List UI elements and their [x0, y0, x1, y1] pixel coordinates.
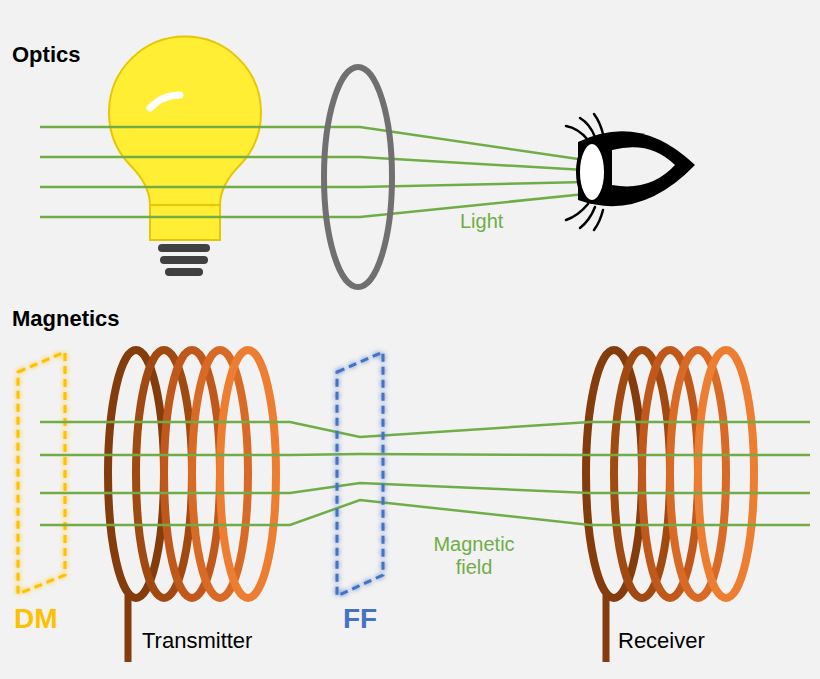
- section-heading: Magnetics: [12, 306, 120, 331]
- transmitter-coil: [108, 350, 276, 598]
- plate-label: DM: [14, 603, 58, 635]
- ray-label: Light: [460, 210, 503, 233]
- plate-label: FF: [343, 603, 377, 635]
- light-rays: [40, 127, 585, 217]
- coil-label: Transmitter: [142, 628, 252, 653]
- coil-winding: [698, 350, 754, 598]
- receiver-lead: [603, 595, 610, 662]
- field-label: Magnetic field: [418, 533, 530, 579]
- coil-winding: [220, 350, 276, 598]
- magnetic-field-lines: [40, 422, 810, 525]
- coil-label: Receiver: [618, 628, 705, 653]
- dm-plate: [18, 352, 65, 594]
- lens: [324, 67, 392, 287]
- eye: [566, 114, 695, 230]
- section-heading: Optics: [12, 42, 80, 67]
- transmitter-lead: [125, 595, 132, 662]
- ff-plate: [337, 352, 383, 596]
- receiver-coil: [586, 350, 754, 598]
